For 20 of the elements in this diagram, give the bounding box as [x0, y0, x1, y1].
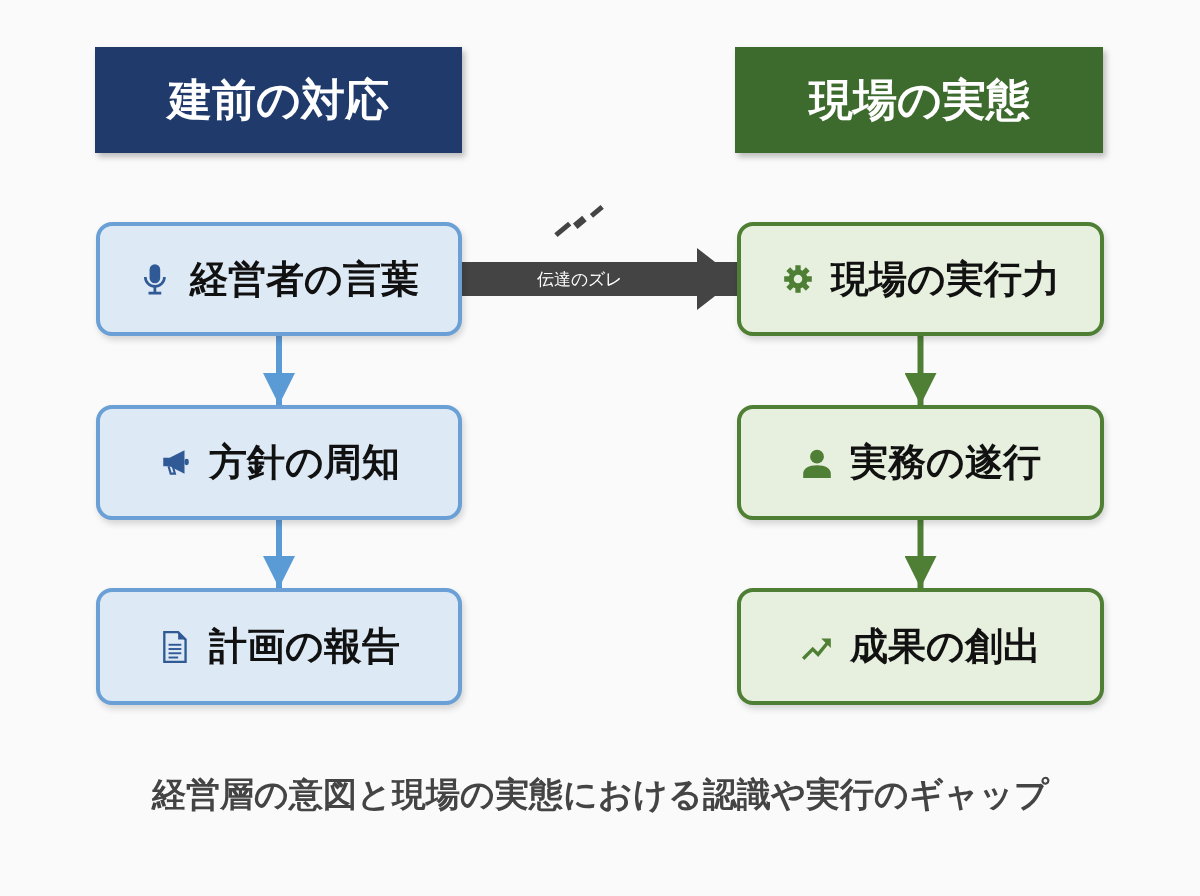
- process-box: [737, 222, 1104, 336]
- process-box: [737, 588, 1104, 705]
- arrow: [904, 520, 937, 588]
- box-label: 現場の実行力: [831, 255, 1060, 303]
- column-header: 現場の実態: [735, 47, 1103, 153]
- box-label: 計画の報告: [208, 623, 400, 670]
- process-box: [96, 588, 462, 705]
- arrow: [263, 336, 295, 405]
- column-header: 建前の対応: [95, 47, 462, 153]
- process-box: [737, 405, 1104, 520]
- box-label: 方針の周知: [208, 439, 400, 486]
- arrow: [263, 520, 295, 588]
- caption: 経営層の意図と現場の実態における認識や実行のギャップ: [150, 773, 1051, 816]
- box-label: 経営者の言葉: [189, 255, 419, 303]
- box-label: 成果の創出: [850, 623, 1041, 670]
- arrow: [904, 336, 937, 405]
- process-box: [96, 405, 462, 520]
- block-arrow: [462, 248, 737, 310]
- process-box: [96, 222, 462, 336]
- box-label: 実務の遂行: [850, 439, 1041, 486]
